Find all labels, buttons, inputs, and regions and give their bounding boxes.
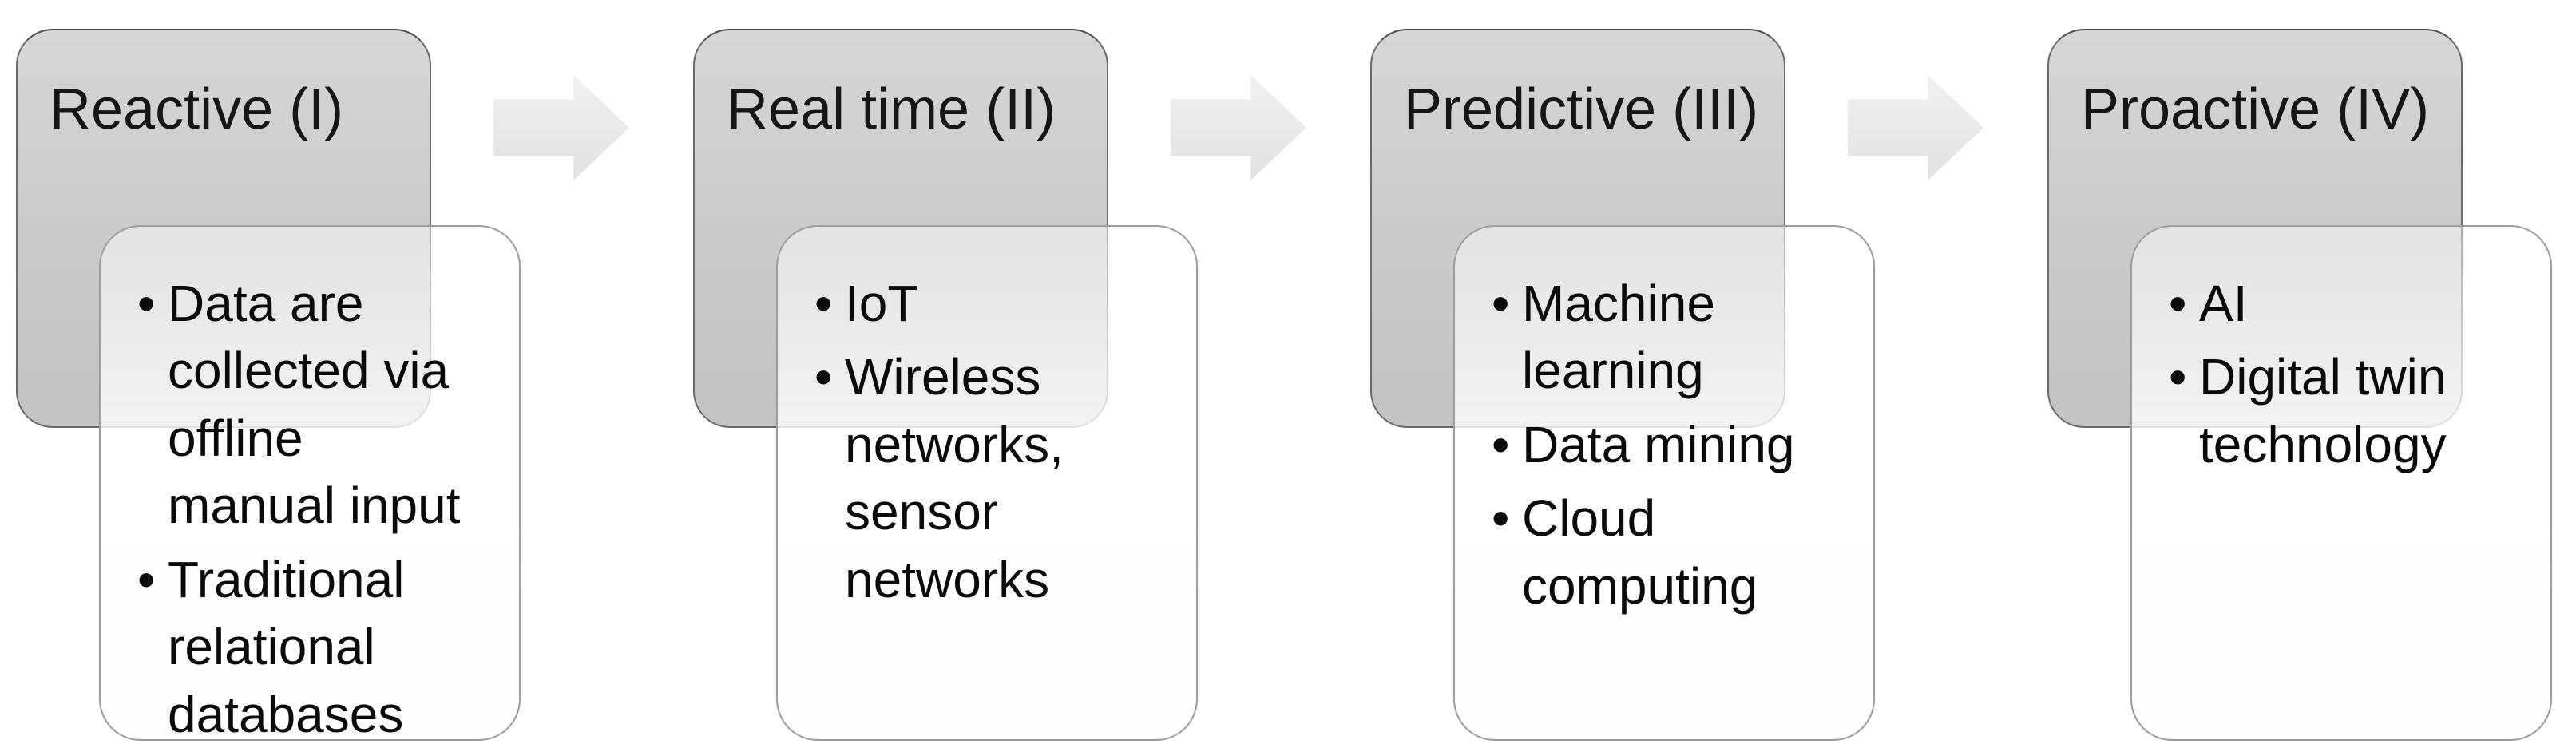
bullet-item: AI	[2169, 270, 2511, 338]
bullet-item: Traditional relational databases	[137, 546, 479, 748]
bullet-item: Digital twin technology	[2169, 343, 2511, 478]
bullet-list: Machine learningData miningCloud computi…	[1455, 227, 1873, 619]
bullet-item: Data mining	[1492, 411, 1833, 479]
stage-title: Proactive (IV)	[2081, 77, 2430, 141]
stage-content-box: Data are collected via offline manual in…	[99, 225, 521, 743]
stage-title: Real time (II)	[727, 77, 1056, 141]
stage-content-box: IoTWireless networks, sensor networks	[776, 225, 1198, 741]
bullet-item: Machine learning	[1492, 270, 1833, 405]
bullet-item: Wireless networks, sensor networks	[814, 343, 1156, 613]
next-step-arrow-icon	[1171, 75, 1306, 180]
bullet-list: IoTWireless networks, sensor networks	[778, 227, 1196, 613]
bullet-item: IoT	[814, 270, 1156, 338]
next-step-arrow-icon	[1848, 75, 1984, 180]
bullet-list: Data are collected via offline manual in…	[101, 227, 519, 748]
bullet-item: Data are collected via offline manual in…	[137, 270, 479, 540]
stage-title: Predictive (III)	[1404, 77, 1759, 141]
process-stage: Proactive (IV) AIDigital twin technology	[2047, 0, 2576, 752]
process-stage: Reactive (I) Data are collected via offl…	[16, 0, 693, 752]
process-stage: Predictive (III) Machine learningData mi…	[1370, 0, 2047, 752]
stage-content-box: AIDigital twin technology	[2130, 225, 2552, 741]
bullet-item: Cloud computing	[1492, 485, 1833, 619]
bullet-list: AIDigital twin technology	[2132, 227, 2550, 478]
process-stage: Real time (II) IoTWireless networks, sen…	[693, 0, 1370, 752]
stage-title: Reactive (I)	[50, 77, 344, 141]
stage-content-box: Machine learningData miningCloud computi…	[1453, 225, 1875, 741]
next-step-arrow-icon	[493, 75, 629, 180]
